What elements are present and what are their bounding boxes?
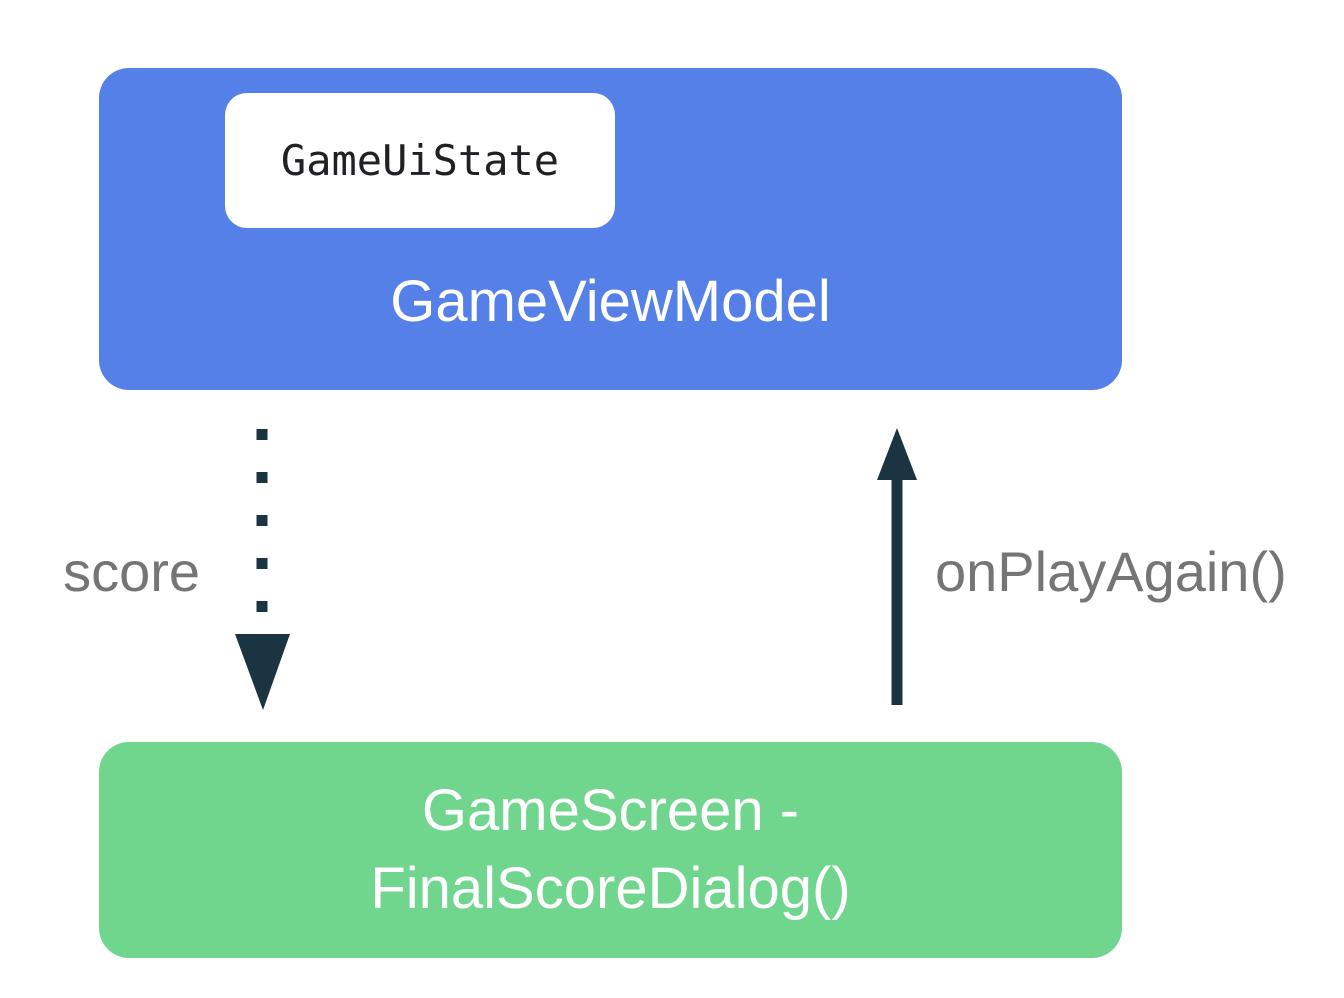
down-arrowhead <box>235 634 290 710</box>
gamescreen-title-line1: GameScreen - <box>421 778 800 843</box>
gameuistate-chip: GameUiState <box>225 93 615 228</box>
gamescreen-title-line2: FinalScoreDialog() <box>370 856 851 921</box>
onplayagain-label: onPlayAgain() <box>935 540 1287 603</box>
gameviewmodel-box: GameUiState GameViewModel <box>99 68 1122 390</box>
gamescreen-box: GameScreen - FinalScoreDialog() <box>99 742 1122 958</box>
gameuistate-chip-label: GameUiState <box>280 136 560 185</box>
gameviewmodel-title-wrap: GameViewModel <box>99 228 1122 374</box>
score-label: score <box>63 540 200 603</box>
gameviewmodel-title: GameViewModel <box>390 268 831 334</box>
up-arrowhead <box>877 428 917 480</box>
